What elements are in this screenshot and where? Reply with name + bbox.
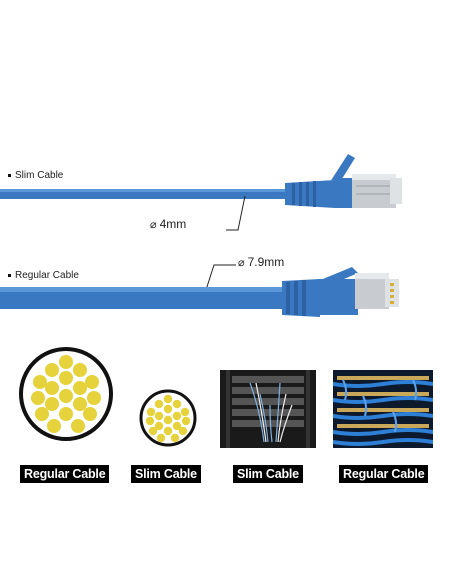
regular-cable-cross-section (19, 347, 113, 441)
regular-cable-label-text: Regular Cable (15, 270, 79, 281)
diameter-icon: ⌀ (150, 218, 157, 231)
slim-cable-rack-photo (220, 370, 316, 448)
caption-slim-cable-rack: Slim Cable (233, 465, 303, 483)
caption-regular-cable-rack: Regular Cable (339, 465, 429, 483)
regular-cable-rack-photo (333, 370, 433, 448)
slim-cable-illustration (0, 154, 402, 231)
bullet-icon (8, 174, 11, 177)
regular-cable-label: Regular Cable (8, 270, 79, 281)
slim-cable-label: Slim Cable (8, 170, 63, 181)
regular-cable-illustration (0, 264, 399, 317)
slim-diameter-value: 4mm (159, 217, 187, 231)
diameter-icon: ⌀ (238, 256, 245, 269)
slim-cable-label-text: Slim Cable (15, 170, 64, 181)
slim-cable-cross-section (139, 389, 197, 447)
regular-diameter-label: ⌀ 7.9mm (238, 255, 284, 269)
slim-diameter-label: ⌀ 4mm (150, 217, 186, 231)
caption-regular-cable-cross-section: Regular Cable (20, 465, 110, 483)
bullet-icon (8, 274, 11, 277)
regular-diameter-value: 7.9mm (247, 255, 285, 269)
caption-slim-cable-cross-section: Slim Cable (131, 465, 201, 483)
